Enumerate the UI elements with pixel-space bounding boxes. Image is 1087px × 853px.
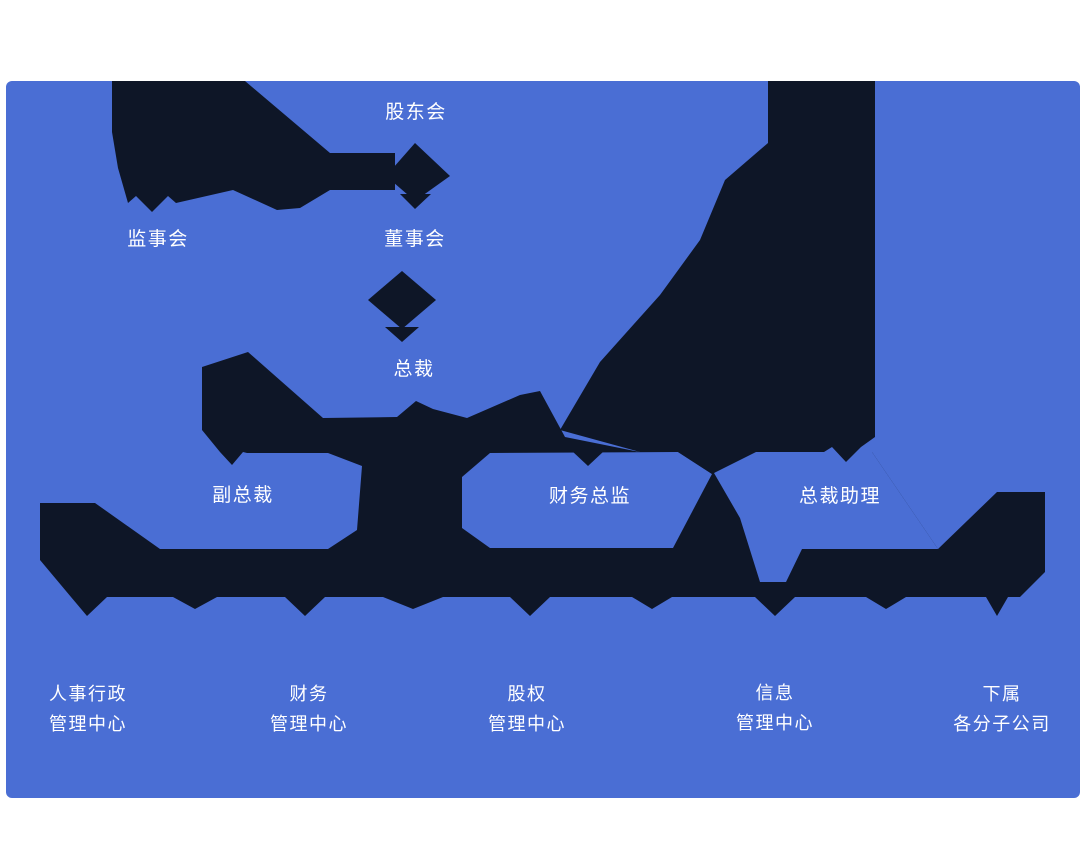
president-assistant-capsule xyxy=(714,452,938,582)
node-label-line: 人事行政 xyxy=(49,684,127,704)
node-label-line: 股权 xyxy=(507,684,547,704)
node-label-line: 管理中心 xyxy=(49,714,127,734)
node-label-line: 管理中心 xyxy=(488,714,566,734)
node-label-line: 信息 xyxy=(755,683,795,703)
arrow-to-president xyxy=(385,327,419,342)
top-band-shape xyxy=(112,81,395,212)
node-president: 总裁 xyxy=(393,359,435,380)
node-hr-admin-center: 人事行政 管理中心 xyxy=(49,679,127,739)
node-info-center: 信息 管理中心 xyxy=(736,678,814,738)
node-finance-director: 财务总监 xyxy=(548,486,632,507)
arrow-to-finance-director xyxy=(572,451,604,466)
diamond-above-president xyxy=(368,271,436,329)
diamond-above-board xyxy=(386,143,450,201)
node-president-assistant: 总裁助理 xyxy=(798,486,882,507)
arrow-to-board xyxy=(400,194,431,209)
node-supervisory-board: 监事会 xyxy=(127,229,189,250)
node-label-line: 管理中心 xyxy=(736,713,814,733)
right-ribbon-shape xyxy=(560,81,875,474)
node-equity-center: 股权 管理中心 xyxy=(488,679,566,739)
node-label-line: 各分子公司 xyxy=(953,714,1051,734)
node-label-line: 下属 xyxy=(982,684,1022,704)
node-label-line: 财务 xyxy=(289,684,329,704)
node-finance-center: 财务 管理中心 xyxy=(270,679,348,739)
node-label-line: 管理中心 xyxy=(270,714,348,734)
node-subsidiaries: 下属 各分子公司 xyxy=(953,679,1051,739)
node-vice-president: 副总裁 xyxy=(212,485,274,506)
finance-director-capsule xyxy=(462,452,712,548)
node-board-of-directors: 董事会 xyxy=(384,229,446,250)
node-shareholders-meeting: 股东会 xyxy=(385,102,447,123)
